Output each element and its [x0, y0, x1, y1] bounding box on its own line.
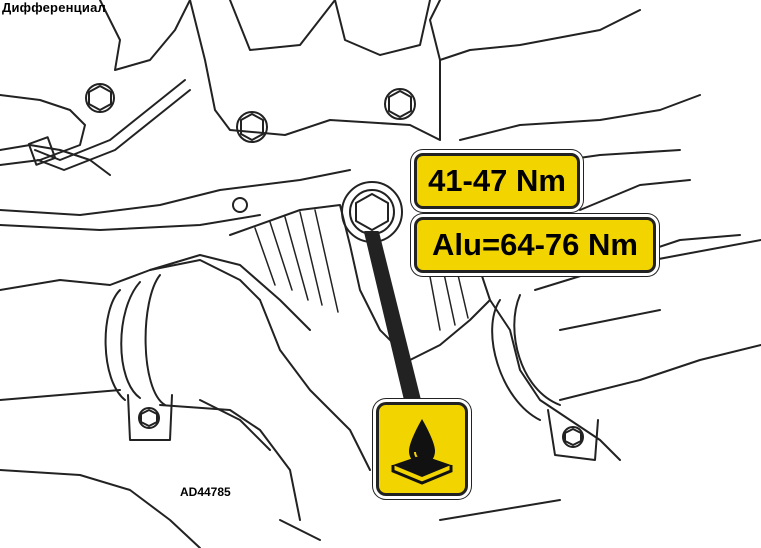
- oil-callout: [376, 402, 468, 496]
- torque-callout: 41-47 Nm: [414, 153, 580, 209]
- plug-left: [232, 197, 248, 213]
- bolt-top-left: [85, 83, 115, 113]
- bolt-lower-right: [547, 409, 599, 461]
- alu-torque-callout: Alu=64-76 Nm: [414, 217, 656, 273]
- figure-code: AD44785: [180, 485, 231, 499]
- bolt-top-mid: [236, 111, 268, 143]
- oil-drop-icon: [391, 419, 453, 485]
- bolt-lower-left: [127, 394, 173, 441]
- bolt-top-right: [384, 88, 416, 120]
- page-title: Дифференциал: [2, 0, 106, 15]
- leader-line: [364, 231, 421, 401]
